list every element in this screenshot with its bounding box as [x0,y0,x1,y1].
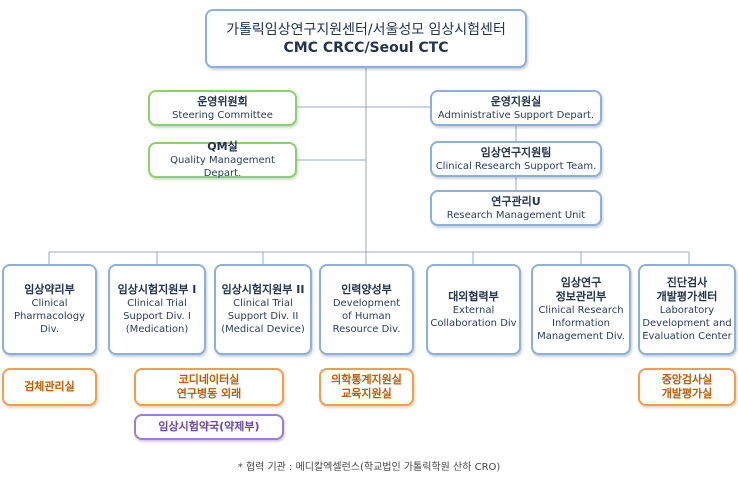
division-label-korean: 인력양성부 [341,283,392,296]
clinical-research-support-english: Clinical Research Support Team. [435,160,597,172]
clinical-research-support-box: 임상연구지원팀 Clinical Research Support Team. [430,141,602,177]
division-external-collaboration: 대외협력부 External Collaboration Div [426,264,521,355]
coordinator-ward-label: 코디네이터실 연구병동 외래 [176,373,242,400]
division-label-english: External Collaboration Div [430,304,517,329]
center-title-korean: 가톨릭임상연구지원센터/서울성모 임상시험센터 [226,21,506,38]
administrative-support-english: Administrative Support Depart. [437,109,595,121]
division-label-korean: 진단검사 개발평가센터 [656,276,718,303]
steering-committee-box: 운영위원회 Steering Committee [148,90,297,126]
division-label-english: Clinical Trial Support Div. I (Medicatio… [123,298,191,335]
specimen-management-label: 검체관리실 [24,380,75,393]
research-management-box: 연구관리U Research Management Unit [430,190,602,226]
division-label-english: Laboratory Development and Evaluation Ce… [642,305,732,342]
administrative-support-box: 운영지원실 Administrative Support Depart. [430,90,602,126]
division-clinical-pharmacology: 임상약리부 Clinical Pharmacology Div. [2,264,97,355]
research-management-english: Research Management Unit [446,209,586,221]
division-label-english: Development of Human Resource Div. [332,298,401,335]
division-label-english: Clinical Pharmacology Div. [13,298,86,335]
central-lab-box: 중앙검사실 개발평가실 [638,368,736,406]
division-clinical-research-information: 임상연구 정보관리부 Clinical Research Information… [531,264,631,355]
division-human-resource-development: 인력양성부 Development of Human Resource Div. [319,264,414,355]
administrative-support-korean: 운영지원실 [490,94,542,108]
steering-committee-korean: 운영위원회 [197,94,248,108]
division-label-korean: 대외협력부 [448,289,499,303]
division-label-korean: 임상연구 정보관리부 [555,276,607,303]
central-lab-label: 중앙검사실 개발평가실 [661,373,713,400]
statistics-education-box: 의학통계지원실 교육지원실 [319,368,414,406]
steering-committee-english: Steering Committee [172,109,273,121]
clinical-research-support-korean: 임상연구지원팀 [480,145,552,159]
statistics-education-label: 의학통계지원실 교육지원실 [331,373,402,400]
clinical-trial-pharmacy-label: 임상시험약국(약제부) [158,420,260,433]
division-label-english: Clinical Research Information Management… [537,305,625,342]
division-clinical-trial-support-2: 임상시험지원부 II Clinical Trial Support Div. I… [214,264,312,355]
center-title-english: CMC CRCC/Seoul CTC [283,39,449,56]
research-management-korean: 연구관리U [491,194,541,208]
center-title-box: 가톨릭임상연구지원센터/서울성모 임상시험센터 CMC CRCC/Seoul C… [205,9,527,68]
quality-management-korean: QM실 [207,140,238,153]
division-laboratory-development-center: 진단검사 개발평가센터 Laboratory Development and E… [638,264,736,355]
division-label-korean: 임상시험지원부 I [117,283,197,296]
division-label-english: Clinical Trial Support Div. II (Medical … [221,298,305,335]
division-clinical-trial-support-1: 임상시험지원부 I Clinical Trial Support Div. I … [108,264,206,355]
quality-management-english: Quality Management Depart. [170,155,275,179]
division-label-korean: 임상약리부 [24,283,75,296]
coordinator-ward-box: 코디네이터실 연구병동 외래 [134,368,284,406]
clinical-trial-pharmacy-box: 임상시험약국(약제부) [134,414,284,440]
division-label-korean: 임상시험지원부 II [221,283,305,296]
specimen-management-box: 검체관리실 [2,368,97,406]
quality-management-box: QM실 Quality Management Depart. [148,140,297,179]
cooperating-institution-footnote: * 협력 기관 : 메디칼엑셀런스(학교법인 가톨릭학원 산하 CRO) [237,462,501,473]
